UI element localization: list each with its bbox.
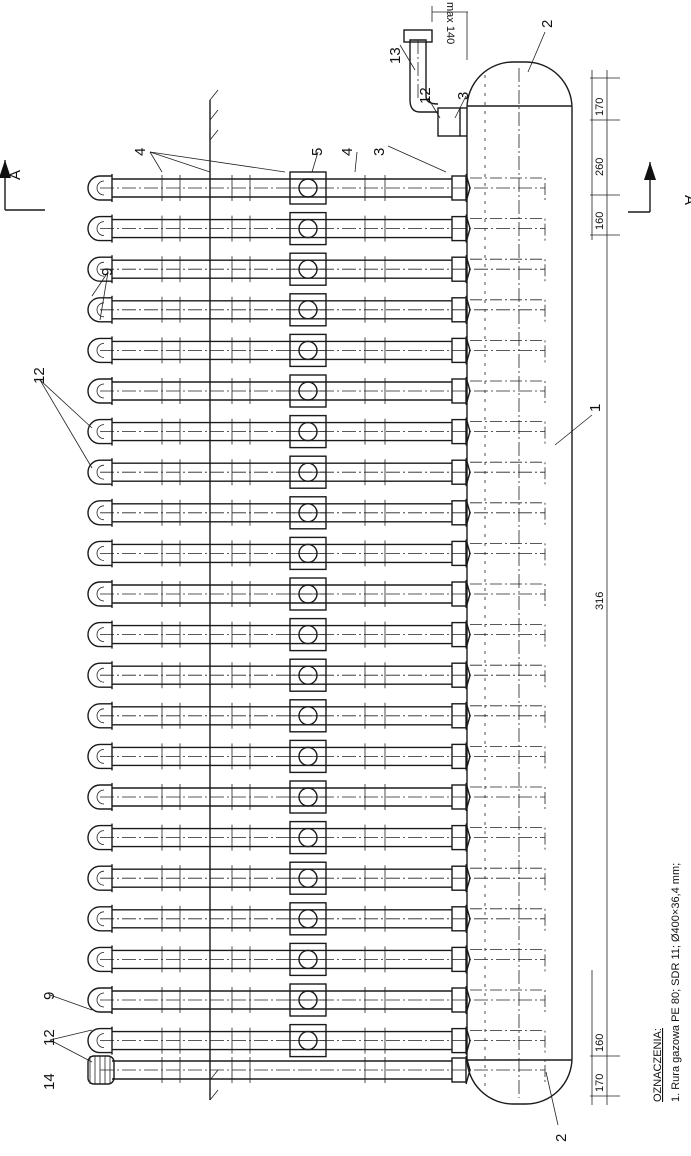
- dimension-labels: 170 260 160 316 160 170 max 140: [444, 2, 606, 1092]
- callout-12-upper: 12: [31, 367, 48, 384]
- dim-170-bottom: 170: [594, 1074, 606, 1092]
- branch-pipe: [87, 699, 546, 733]
- branch-pipe: [87, 1023, 546, 1058]
- branch-pipe: [87, 536, 546, 571]
- branch-pipe: [87, 780, 546, 814]
- branch-pipe: [87, 658, 546, 692]
- branch-pipe: [87, 171, 546, 205]
- branch-pipe: [87, 820, 546, 855]
- branch-pipe: [87, 455, 546, 489]
- section-marker-right: [628, 162, 656, 213]
- branch-pipe: [87, 739, 546, 774]
- branch-pipe: [87, 1055, 546, 1085]
- dim-160-bottom: 160: [594, 1034, 606, 1052]
- callout-9-lower: 9: [41, 992, 58, 1000]
- branch-pipe: [87, 414, 546, 449]
- callout-9-upper: 9: [99, 268, 116, 276]
- branch-pipe: [87, 942, 546, 977]
- callout-2-bottom: 2: [553, 1134, 570, 1142]
- callout-4-top: 4: [132, 148, 149, 156]
- dim-160-top: 160: [594, 212, 606, 230]
- callout-4-right: 4: [339, 148, 356, 156]
- callout-labels: 1 2 2 3 3 4 4 5 9 12 9 12 14 12 13: [31, 20, 604, 1142]
- callout-1: 1: [587, 404, 604, 412]
- callout-2-top: 2: [539, 20, 556, 28]
- branch-pipe: [87, 252, 546, 286]
- section-marker-left: [0, 160, 45, 211]
- dim-260: 260: [594, 158, 606, 176]
- branch-pipe: [87, 902, 546, 936]
- callout-3-top: 3: [455, 92, 472, 100]
- legend-item-1: 1. Rura gazowa PE 80; SDR 11; Ø400×36,4 …: [670, 863, 682, 1102]
- legend: OZNACZENIA: 1. Rura gazowa PE 80; SDR 11…: [652, 863, 682, 1102]
- callout-13: 13: [387, 47, 404, 64]
- branch-pipe: [87, 333, 546, 368]
- branch-pipe: [87, 983, 546, 1017]
- section-label-right: A: [681, 195, 691, 205]
- leader-lines: [39, 31, 593, 1126]
- callout-5: 5: [309, 148, 326, 156]
- dim-max-140: max 140: [444, 2, 456, 44]
- branch-pipe: [87, 374, 546, 408]
- branch-pipe: [87, 211, 546, 246]
- dim-316: 316: [594, 592, 606, 610]
- branch-pipe: [87, 577, 546, 611]
- branch-pipes: [87, 171, 546, 1085]
- riser-assembly: [403, 12, 468, 137]
- dimension-lines: [431, 6, 620, 1105]
- branch-pipe: [87, 861, 546, 895]
- callout-12-right: 12: [417, 87, 434, 104]
- branch-pipe: [87, 293, 546, 327]
- branch-pipe: [87, 617, 546, 652]
- callout-14: 14: [41, 1073, 58, 1090]
- branch-pipe: [87, 496, 546, 530]
- section-label-left: A: [7, 170, 24, 180]
- axis-line: [209, 89, 219, 1101]
- callout-12-lower: 12: [41, 1029, 58, 1046]
- dim-170-top: 170: [594, 98, 606, 116]
- legend-heading: OZNACZENIA:: [652, 1028, 664, 1102]
- callout-3-mid: 3: [371, 148, 388, 156]
